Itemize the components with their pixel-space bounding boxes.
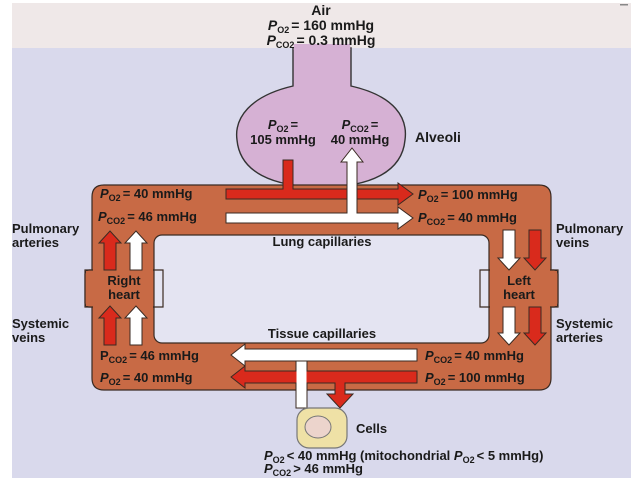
cells-pco2: PCO2> 46 mmHg — [264, 461, 363, 478]
alveoli-label: Alveoli — [415, 129, 461, 145]
lung-out-po2: PO2= 100 mmHg — [418, 187, 518, 204]
alveoli-pco2-value: 40 mmHg — [331, 132, 390, 147]
page-mark — [620, 4, 628, 6]
co2-diffusion-arrow-lung — [225, 147, 414, 230]
tissue-capillaries-label: Tissue capillaries — [268, 326, 376, 341]
o2-arrow-systemic-vein — [97, 305, 123, 346]
alveoli-po2-value: 105 mmHg — [250, 132, 316, 147]
co2-diffusion-arrow-tissue — [230, 342, 418, 409]
tissue-in-po2: PO2= 100 mmHg — [425, 370, 525, 387]
lung-in-po2: PO2= 40 mmHg — [100, 186, 192, 203]
tissue-in-pco2: PCO2= 40 mmHg — [425, 348, 524, 365]
air-po2: PO2= 160 mmHg — [268, 17, 374, 35]
air-region — [12, 3, 631, 48]
cells-label: Cells — [356, 421, 387, 436]
lung-out-pco2: PCO2= 40 mmHg — [418, 210, 517, 227]
cells-po2: PO2< 40 mmHg (mitochondrial PO2< 5 mmHg) — [264, 448, 543, 465]
co2-arrow-systemic-vein — [123, 305, 149, 346]
o2-diffusion-arrow-lung — [225, 159, 414, 206]
co2-arrow-pulmonary-vein — [496, 229, 522, 271]
alveoli-pco2-label: PCO2= — [342, 117, 379, 134]
o2-arrow-pulmonary-vein — [522, 229, 548, 271]
tissue-out-pco2: PCO2= 46 mmHg — [100, 348, 199, 365]
lung-capillaries-label: Lung capillaries — [273, 234, 372, 249]
tissue-out-po2: PO2= 40 mmHg — [100, 370, 192, 387]
o2-arrow-systemic-artery — [522, 306, 548, 346]
alveoli-po2-label: PO2= — [268, 117, 299, 134]
air-pco2: PCO2= 0.3 mmHg — [267, 32, 376, 50]
lung-in-pco2: PCO2= 46 mmHg — [98, 209, 197, 226]
o2-diffusion-arrow-tissue — [230, 364, 418, 409]
co2-arrow-pulmonary-artery — [123, 230, 149, 271]
o2-arrow-pulmonary-artery — [97, 230, 123, 271]
air-label: Air — [311, 2, 331, 18]
loop-interior — [153, 234, 490, 344]
co2-arrow-systemic-artery — [496, 306, 522, 346]
cell-nucleus — [304, 415, 332, 439]
